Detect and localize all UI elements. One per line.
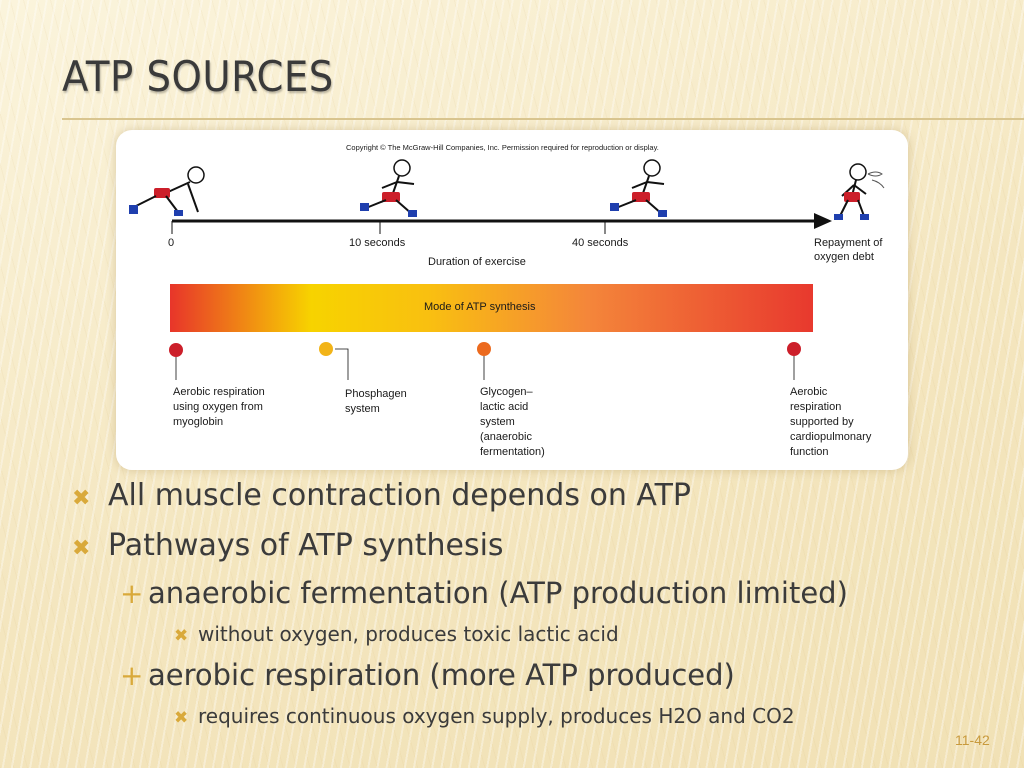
timeline-arrowhead [814,213,832,229]
bullet-text: aerobic respiration (more ATP produced) [148,658,735,692]
marker-label-line: Aerobic [790,386,828,398]
svg-text:Phosphagen system: Phosphagen system [345,388,410,415]
svg-text:Aerobic respiration: Aerobic respiration supported by cardiop… [790,386,874,458]
bullet-text: anaerobic fermentation (ATP production l… [148,576,848,610]
bullet-item: ✖ requires continuous oxygen supply, prod… [174,704,795,728]
bullet-item: ✖ Pathways of ATP synthesis [72,528,504,563]
marker-label-line: system [345,403,380,415]
bullet-text: Pathways of ATP synthesis [108,528,504,563]
marker-label-line: respiration [790,401,841,413]
marker-label-line: Phosphagen [345,388,407,400]
tick-label: 40 seconds [572,237,629,249]
svg-text:Glycogen– lactic acid: Glycogen– lactic acid system (anaerobic … [480,386,545,458]
bullet-text: requires continuous oxygen supply, produ… [198,704,795,728]
marker-label-line: system [480,416,515,428]
marker-label-line: myoglobin [173,416,223,428]
slide-title: ATP SOURCES [62,52,334,101]
bullet-item: +anaerobic fermentation (ATP production … [120,576,848,610]
tick-label: 10 seconds [349,237,406,249]
bullet-item: ✖ without oxygen, produces toxic lactic a… [174,622,619,646]
svg-text:Aerobic respiration us: Aerobic respiration using oxygen from my… [173,386,268,428]
bullet-item: +aerobic respiration (more ATP produced) [120,658,735,692]
marker-label-line: cardiopulmonary [790,431,872,443]
marker-label-line: Aerobic respiration [173,386,265,398]
x-bullet-icon: ✖ [174,626,189,646]
slide-number: 11-42 [955,732,990,748]
marker-glycogen-lactic: Glycogen– lactic acid system (anaerobic … [477,342,545,458]
runner-start-icon [129,166,205,216]
diagram-card: Copyright © The McGraw-Hill Companies, I… [116,130,908,470]
axis-label: Duration of exercise [428,256,526,268]
marker-label-line: lactic acid [480,401,528,413]
atp-synthesis-bar [170,284,813,332]
marker-label-line: using oxygen from [173,401,263,413]
bullet-text: All muscle contraction depends on ATP [108,478,691,513]
atp-timeline-diagram: Copyright © The McGraw-Hill Companies, I… [129,143,885,458]
x-bullet-icon: ✖ [72,536,91,561]
plus-bullet-icon: + [120,577,144,610]
end-label-line: Repayment of [814,237,883,249]
marker-label-line: function [790,446,829,458]
marker-phosphagen: Phosphagen system [319,342,410,415]
marker-label-line: supported by [790,416,854,428]
x-bullet-icon: ✖ [174,708,189,728]
end-label-line: oxygen debt [814,251,874,263]
runner-sprint-icon [360,159,417,217]
title-divider [62,118,1024,120]
marker-label-line: fermentation) [480,446,545,458]
marker-label-line: (anaerobic [480,431,532,443]
x-bullet-icon: ✖ [72,486,91,511]
bullet-item: ✖ All muscle contraction depends on ATP [72,478,691,513]
runner-panting-icon [834,163,885,220]
marker-aerobic-myoglobin: Aerobic respiration using oxygen from my… [169,343,268,428]
marker-label-line: Glycogen– [480,386,533,398]
tick-label: 0 [168,237,174,249]
runner-sprint-icon [610,159,667,217]
bullet-text: without oxygen, produces toxic lactic ac… [198,622,619,646]
plus-bullet-icon: + [120,659,144,692]
bar-label: Mode of ATP synthesis [424,301,536,313]
marker-aerobic-cardiopulmonary: Aerobic respiration supported by cardiop… [787,342,874,458]
copyright-notice: Copyright © The McGraw-Hill Companies, I… [346,143,659,152]
